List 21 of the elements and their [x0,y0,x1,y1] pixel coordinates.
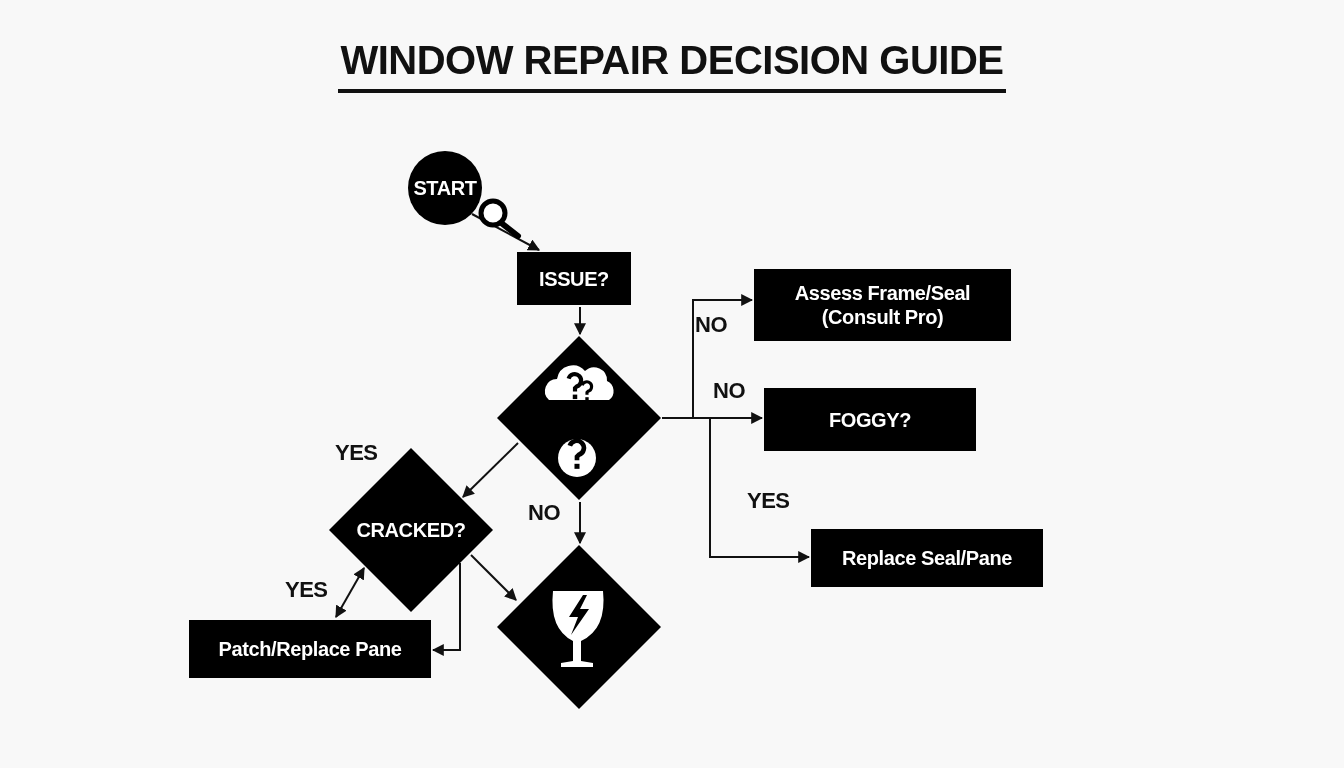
process-box [517,252,631,305]
title: WINDOW REPAIR DECISION GUIDE [338,38,1006,93]
arrow [661,417,811,563]
arrow [335,566,365,619]
arrow [574,306,586,336]
node-text: START [413,176,477,200]
node-text: CRACKED? [356,518,466,542]
arrow [471,213,541,251]
node-text: Assess Frame/Seal (Consult Pro) [793,281,972,329]
arrow [574,501,586,545]
node-text: ISSUE? [539,266,609,291]
arrow [431,562,461,656]
node-text: Patch/Replace Pane [218,637,402,661]
process-box [189,620,431,678]
node-text: Replace Seal/Pane [842,546,1012,570]
node-text: FOGGY? [828,407,911,432]
process-box [754,269,1011,341]
arrow [462,442,519,498]
process-box [811,529,1043,587]
arrow [470,554,517,601]
process-box [764,388,976,451]
